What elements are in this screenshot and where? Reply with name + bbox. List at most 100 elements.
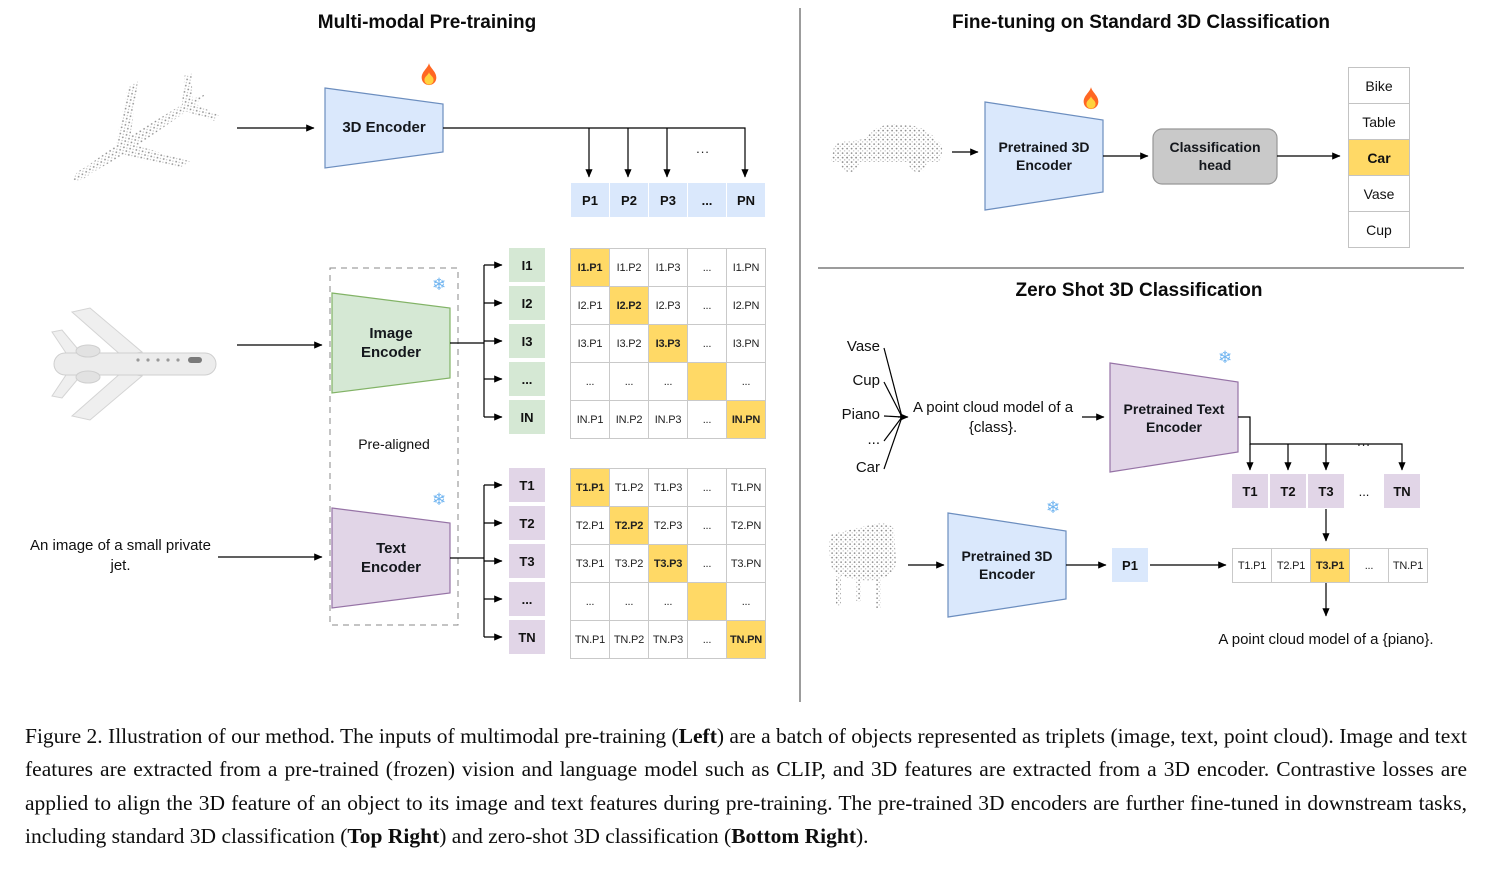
similarity-cell: TN.P2	[610, 621, 649, 659]
class-item: Vase	[1348, 175, 1410, 212]
similarity-cell: T2.P1	[571, 507, 610, 545]
zeroshot-class: Piano	[841, 406, 880, 423]
similarity-cell: IN.P1	[571, 401, 610, 439]
zeroshot-class: Cup	[852, 372, 880, 389]
p-feature-cell: ...	[688, 183, 726, 217]
class-list: Bike Table Car Vase Cup	[1348, 67, 1410, 248]
class-item: Bike	[1348, 67, 1410, 104]
similarity-cell: I1.P1	[571, 249, 610, 287]
text-feature-cell: T3	[509, 544, 545, 578]
similarity-cell: ...	[727, 363, 766, 401]
class-item-highlighted: Car	[1348, 139, 1410, 176]
similarity-cell: ...	[688, 545, 727, 583]
image-feature-cell: I1	[509, 248, 545, 282]
figure-caption: Figure 2. Illustration of our method. Th…	[25, 720, 1467, 853]
text-feature-cell: T1	[509, 468, 545, 502]
finetune-title: Fine-tuning on Standard 3D Classificatio…	[952, 12, 1330, 33]
image-feature-cell: I3	[509, 324, 545, 358]
text-feature-labels: T1 T2 T3 ... TN	[509, 468, 545, 654]
similarity-cell: T1.P2	[610, 469, 649, 507]
prealigned-label: Pre-aligned	[358, 436, 430, 452]
similarity-cell: TN.PN	[727, 621, 766, 659]
ellipsis-label: ...	[1357, 434, 1371, 449]
similarity-cell: T1.P3	[649, 469, 688, 507]
caption-segment: ).	[856, 823, 869, 848]
similarity-cell: IN.PN	[727, 401, 766, 439]
pretrained-3d-encoder-zeroshot-label: Pretrained 3D Encoder	[961, 548, 1053, 582]
text-encoder-label: Text Encoder	[360, 540, 421, 576]
image-feature-cell: IN	[509, 400, 545, 434]
encoder-3d-label: 3D Encoder	[342, 119, 426, 136]
piano-point-cloud	[828, 522, 896, 608]
snowflake-icon: ❄	[432, 490, 447, 510]
zeroshot-result-row: T1.P1 T2.P1 T3.P1 ... TN.P1	[1232, 548, 1428, 583]
zeroshot-class-ellipsis: ...	[867, 431, 880, 448]
caption-bold-bottom-right: Bottom Right	[731, 823, 857, 848]
similarity-cell: I2.P3	[649, 287, 688, 325]
similarity-cell: I2.P1	[571, 287, 610, 325]
similarity-cell: IN.P3	[649, 401, 688, 439]
text-feature-cell: T1	[1232, 474, 1268, 508]
similarity-cell: I1.P2	[610, 249, 649, 287]
image-point-similarity-matrix: I1.P1 I1.P2 I1.P3 ... I1.PN I2.P1 I2.P2 …	[570, 248, 766, 439]
similarity-cell: IN.P2	[610, 401, 649, 439]
similarity-cell: T3.P3	[649, 545, 688, 583]
similarity-cell: I1.P3	[649, 249, 688, 287]
similarity-cell: ...	[688, 507, 727, 545]
class-item: Table	[1348, 103, 1410, 140]
image-encoder-label: Image Encoder	[360, 325, 421, 361]
zeroshot-class: Vase	[846, 338, 880, 355]
pretrained-3d-encoder-label: Pretrained 3D Encoder	[998, 139, 1090, 173]
text-point-similarity-matrix: T1.P1 T1.P2 T1.P3 ... T1.PN T2.P1 T2.P2 …	[570, 468, 766, 659]
caption-bold-left: Left	[678, 724, 717, 748]
p-feature-cell: P3	[649, 183, 687, 217]
similarity-cell: T2.P2	[610, 507, 649, 545]
text-feature-cell: ...	[509, 582, 545, 616]
caption-bold-top-right: Top Right	[347, 823, 440, 848]
similarity-cell: ...	[688, 249, 727, 287]
similarity-cell	[688, 363, 727, 401]
similarity-cell: T3.PN	[727, 545, 766, 583]
p-feature-cell: P1	[1112, 548, 1148, 582]
caption-segment: ) are a batch of objects represented as …	[25, 724, 1467, 848]
text-input-caption: An image of a small private jet.	[30, 537, 211, 575]
similarity-cell: I2.P2	[610, 287, 649, 325]
caption-segment: Figure 2. Illustration of our method. Th…	[25, 724, 679, 748]
airplane-point-cloud	[73, 73, 219, 181]
similarity-cell: ...	[688, 325, 727, 363]
similarity-cell: T1.P1	[1233, 549, 1272, 583]
image-feature-cell: ...	[509, 362, 545, 396]
prompt-text: A point cloud model of a {class}.	[912, 399, 1074, 437]
similarity-cell: I1.PN	[727, 249, 766, 287]
similarity-cell: ...	[610, 363, 649, 401]
pretrained-text-encoder-label: Pretrained Text Encoder	[1123, 401, 1225, 435]
similarity-cell: ...	[688, 621, 727, 659]
flame-icon	[1083, 87, 1099, 110]
image-feature-cell: I2	[509, 286, 545, 320]
similarity-cell: ...	[727, 583, 766, 621]
zeroshot-title: Zero Shot 3D Classification	[1015, 280, 1263, 301]
p-feature-row: P1 P2 P3 ... PN	[571, 183, 765, 217]
text-feature-cell: T2	[509, 506, 545, 540]
similarity-cell: ...	[688, 469, 727, 507]
p-feature-cell: P2	[610, 183, 648, 217]
similarity-cell: T1.PN	[727, 469, 766, 507]
similarity-cell: I2.PN	[727, 287, 766, 325]
snowflake-icon: ❄	[432, 275, 447, 295]
encoder-shapes	[324, 87, 1278, 618]
similarity-cell: T3.P1	[571, 545, 610, 583]
caption-segment: ) and zero-shot 3D classification (	[439, 823, 732, 848]
similarity-cell: I3.P1	[571, 325, 610, 363]
zeroshot-class: Car	[855, 459, 880, 476]
similarity-cell: ...	[688, 287, 727, 325]
similarity-cell: ...	[649, 363, 688, 401]
p-feature-cell: PN	[727, 183, 765, 217]
ellipsis-label: ...	[696, 141, 710, 156]
class-item: Cup	[1348, 211, 1410, 248]
similarity-cell: T2.PN	[727, 507, 766, 545]
similarity-cell: T2.P3	[649, 507, 688, 545]
text-feature-cell: T3	[1308, 474, 1344, 508]
similarity-cell: I3.P2	[610, 325, 649, 363]
similarity-cell: I3.P3	[649, 325, 688, 363]
